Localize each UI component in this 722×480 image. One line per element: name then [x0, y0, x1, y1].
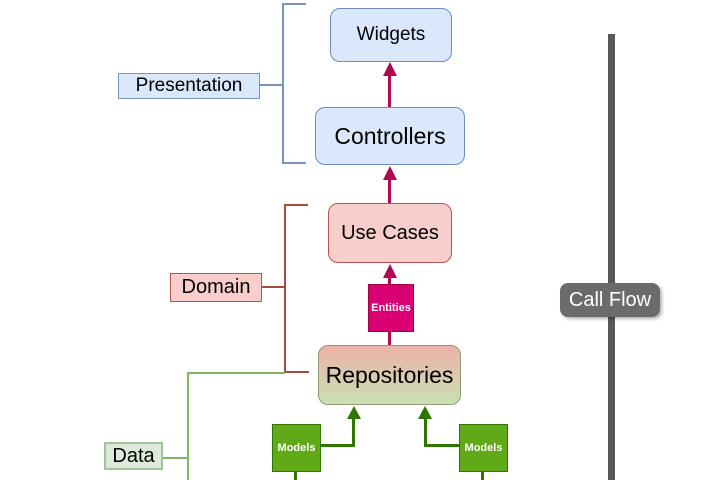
node-entities: Entities — [368, 284, 414, 332]
models-right-bottom-line — [481, 472, 484, 480]
node-widgets: Widgets — [330, 8, 452, 62]
models-left-bottom-line — [294, 472, 297, 480]
data-bracket-vertical-line — [187, 372, 189, 480]
node-entities-label: Entities — [371, 302, 411, 314]
node-models-left-label: Models — [277, 442, 316, 454]
call-flow-label: Call Flow — [560, 283, 660, 317]
domain-bracket-top-stub — [284, 204, 308, 206]
arrow-models-right-vertical-shaft — [424, 417, 427, 447]
layer-label-data-text: Data — [112, 444, 155, 467]
layer-label-presentation: Presentation — [118, 73, 260, 99]
arrow-models-right-head — [418, 406, 432, 419]
layer-label-data: Data — [104, 442, 163, 470]
presentation-bracket-top-stub — [282, 3, 306, 5]
node-models-right-label: Models — [464, 442, 503, 454]
node-use-cases-label: Use Cases — [341, 221, 439, 244]
node-controllers-label: Controllers — [334, 122, 446, 149]
arrow-usecases-to-controllers-head — [383, 166, 397, 180]
arrow-models-left-head — [347, 406, 361, 419]
call-flow-label-text: Call Flow — [568, 288, 652, 311]
arrow-repositories-to-usecases-upper-shaft — [388, 276, 391, 285]
node-repositories-label: Repositories — [325, 361, 454, 388]
node-use-cases: Use Cases — [328, 203, 452, 263]
data-bracket-top-stub — [187, 372, 285, 374]
node-widgets-label: Widgets — [356, 24, 426, 45]
node-controllers: Controllers — [315, 107, 465, 165]
arrow-repositories-to-usecases-head — [383, 264, 397, 278]
presentation-bracket-bottom-stub — [282, 162, 306, 164]
arrow-models-right-horizontal-shaft — [425, 444, 460, 447]
arrow-controllers-to-widgets-shaft — [388, 74, 391, 108]
layer-label-domain: Domain — [170, 273, 262, 302]
domain-label-connector-line — [262, 286, 285, 288]
domain-bracket-bottom-stub — [284, 371, 309, 373]
arrow-controllers-to-widgets-head — [383, 62, 397, 76]
data-label-connector-line — [163, 457, 189, 459]
arrow-models-left-vertical-shaft — [352, 417, 355, 447]
node-repositories: Repositories — [318, 345, 461, 405]
layer-label-domain-text: Domain — [181, 276, 251, 298]
call-flow-bar — [608, 34, 615, 480]
node-models-left: Models — [272, 424, 321, 472]
domain-bracket-vertical-line — [284, 204, 286, 373]
arrow-models-left-horizontal-shaft — [321, 444, 355, 447]
layer-label-presentation-text: Presentation — [135, 75, 243, 96]
arrow-usecases-to-controllers-shaft — [388, 178, 391, 204]
arrow-repositories-to-usecases-lower-shaft — [388, 331, 391, 346]
presentation-label-connector-line — [260, 84, 283, 86]
node-models-right: Models — [459, 424, 508, 472]
presentation-bracket-vertical-line — [282, 3, 284, 164]
